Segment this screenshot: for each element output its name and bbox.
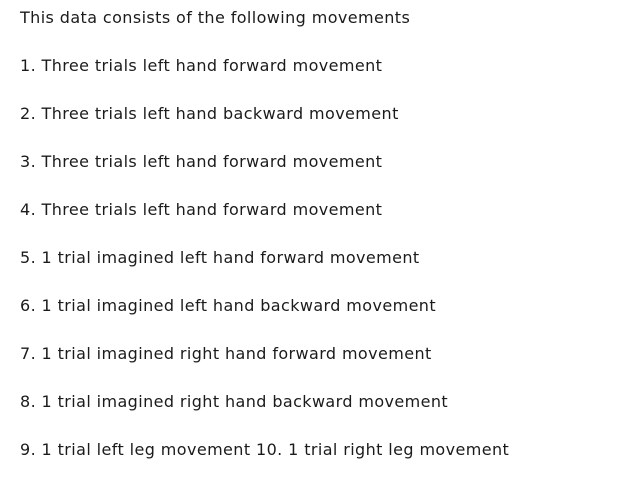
movement-item: 7. 1 trial imagined right hand forward m… — [20, 344, 432, 363]
movement-item: 5. 1 trial imagined left hand forward mo… — [20, 248, 420, 267]
movement-item: 9. 1 trial left leg movement 10. 1 trial… — [20, 440, 510, 459]
movement-item: 6. 1 trial imagined left hand backward m… — [20, 296, 437, 315]
movement-item: 4. Three trials left hand forward moveme… — [20, 200, 383, 219]
movement-item: 1. Three trials left hand forward moveme… — [20, 56, 383, 75]
intro-text: This data consists of the following move… — [20, 8, 411, 27]
movement-item: 3. Three trials left hand forward moveme… — [20, 152, 383, 171]
movement-item: 2. Three trials left hand backward movem… — [20, 104, 399, 123]
movement-item: 8. 1 trial imagined right hand backward … — [20, 392, 449, 411]
